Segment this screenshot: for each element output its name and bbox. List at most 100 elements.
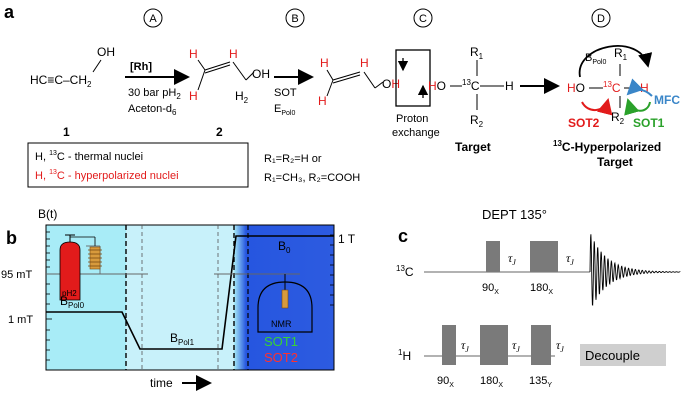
reaction1-solvent: Aceton-d <box>128 103 172 115</box>
compound-2: H H H OH H2 2 <box>189 47 270 139</box>
c13-tau1: τ <box>508 251 513 265</box>
h1-tau2: τ <box>512 338 517 352</box>
bpol0-sub: Pol0 <box>68 301 85 310</box>
svg-text:τJ: τJ <box>556 338 564 354</box>
compound-1-number: 1 <box>63 125 70 139</box>
compound-3-h3: H <box>318 94 327 108</box>
c13-pulse-90x <box>486 241 500 272</box>
svg-text:OH: OH <box>382 77 400 91</box>
svg-text:90X: 90X <box>437 375 454 389</box>
hyper-h-left: H <box>567 81 576 95</box>
h1-90-label: 90 <box>437 375 449 387</box>
substituents-line2: R₁=CH₃, R₂=COOH <box>264 172 360 184</box>
coil-icon <box>88 246 102 270</box>
h1-tau1: τ <box>461 338 466 352</box>
compound-3-h1: H <box>320 56 329 70</box>
decouple-label: Decouple <box>585 348 640 363</box>
y-label-1t: 1 T <box>338 232 356 246</box>
hyper-label-line2: Target <box>597 155 633 169</box>
hyper-r1-sub: 1 <box>623 53 628 62</box>
legend-thermal-post: C - thermal nuclei <box>57 151 143 163</box>
y-label-95mt: 95 mT <box>1 269 32 281</box>
svg-text:EPol0: EPol0 <box>274 103 295 117</box>
legend-hyper-sup: 13 <box>49 169 57 176</box>
compound-3-oh-o: O <box>382 77 391 91</box>
target-o: O <box>437 79 446 93</box>
step-label-a: A <box>149 13 157 25</box>
b0-sub: 0 <box>286 246 291 255</box>
bpol1-label: B <box>170 331 178 345</box>
hyper-label-sup: 13 <box>553 139 562 148</box>
svg-text:H2: H2 <box>235 89 249 105</box>
legend-thermal-pre: H, <box>35 151 49 163</box>
step-label-d: D <box>597 13 605 25</box>
hyperpolarized-molecule: BPol0 R1 HO 13C H R2 MFC SOT2 SOT1 <box>567 45 680 130</box>
hyper-bpol0-sub: Pol0 <box>592 59 606 66</box>
svg-text:1H: 1H <box>398 348 411 363</box>
step-marker-b: B <box>285 8 305 28</box>
compound-2-h2: H <box>235 89 244 103</box>
svg-text:180X: 180X <box>530 282 553 296</box>
c13-180-sub: X <box>548 289 553 296</box>
legend-thermal-sup: 13 <box>49 150 57 157</box>
panel-b-sot1: SOT1 <box>264 334 298 349</box>
svg-text:R1: R1 <box>614 46 628 62</box>
c13-tau2-sub: J <box>570 258 574 267</box>
compound-1-sub: 2 <box>87 80 92 89</box>
svg-text:BPol0: BPol0 <box>60 294 85 310</box>
panel-label-a: a <box>4 2 15 22</box>
proton-exchange-line1: Proton <box>396 113 428 125</box>
reaction2-epol: E <box>274 103 281 115</box>
panel-b-bt: B(t) <box>38 207 57 221</box>
hyper-r1: R <box>614 46 623 60</box>
field-profile <box>46 235 334 350</box>
substituents-line1: R₁=R₂=H or <box>264 153 322 165</box>
c13-180-label: 180 <box>530 282 548 294</box>
c13-tau1-sub: J <box>512 258 516 267</box>
compound-2-h2: H <box>229 47 238 61</box>
svg-text:BPol1: BPol1 <box>170 331 195 347</box>
reaction1-solvent-sub: 6 <box>172 108 177 117</box>
h1-tau3-sub: J <box>560 345 564 354</box>
hyper-sot1: SOT1 <box>633 116 665 130</box>
hyper-c: C <box>612 81 621 95</box>
h1-135-sub: Y <box>547 382 552 389</box>
ph2-bottle-icon: pH2 <box>59 234 96 301</box>
reaction1-pressure-sub: 2 <box>176 92 181 101</box>
sot2-arrow <box>581 98 613 116</box>
legend-hyper-pre: H, <box>35 170 49 182</box>
svg-text:90X: 90X <box>482 282 499 296</box>
hyper-o: O <box>576 81 585 95</box>
hyper-label-line1: C-Hyperpolarized <box>562 140 661 154</box>
decouple-box <box>580 344 666 366</box>
target-r2: R <box>470 113 479 127</box>
target-r2-sub: 2 <box>479 120 484 129</box>
h1-channel-label: H <box>402 349 411 363</box>
svg-text:R2: R2 <box>470 113 484 129</box>
h1-135-label: 135 <box>529 375 547 387</box>
target-h: H <box>428 79 437 93</box>
compound-2-oh: OH <box>252 67 270 81</box>
c13-pulse-180x <box>530 241 558 272</box>
b0-label: B <box>278 239 286 253</box>
panel-b-sot2: SOT2 <box>264 350 298 365</box>
h1-pulse-135y <box>531 325 551 365</box>
dept-title: DEPT 135° <box>482 207 547 222</box>
c13-channel-label: C <box>405 265 414 279</box>
step-label-c: C <box>419 13 427 25</box>
proton-exchange-line2: exchange <box>392 127 440 139</box>
svg-text:13C: 13C <box>462 78 480 93</box>
c13-90-sub: X <box>494 289 499 296</box>
svg-text:R2: R2 <box>611 110 625 126</box>
compound-2-h2-sub: 2 <box>244 96 249 105</box>
h1-channel-sup: 1 <box>398 348 403 357</box>
step-marker-d: D <box>591 8 611 28</box>
svg-text:H, 13C - thermal nuclei: H, 13C - thermal nuclei <box>35 150 143 163</box>
step-label-b: B <box>291 13 298 25</box>
reaction2-epol-sub: Pol0 <box>281 110 295 117</box>
svg-text:τJ: τJ <box>566 251 574 267</box>
h1-pulse-180x <box>480 325 508 365</box>
h1-pulse-90x <box>442 325 456 365</box>
ph2-label: pH2 <box>62 289 77 298</box>
